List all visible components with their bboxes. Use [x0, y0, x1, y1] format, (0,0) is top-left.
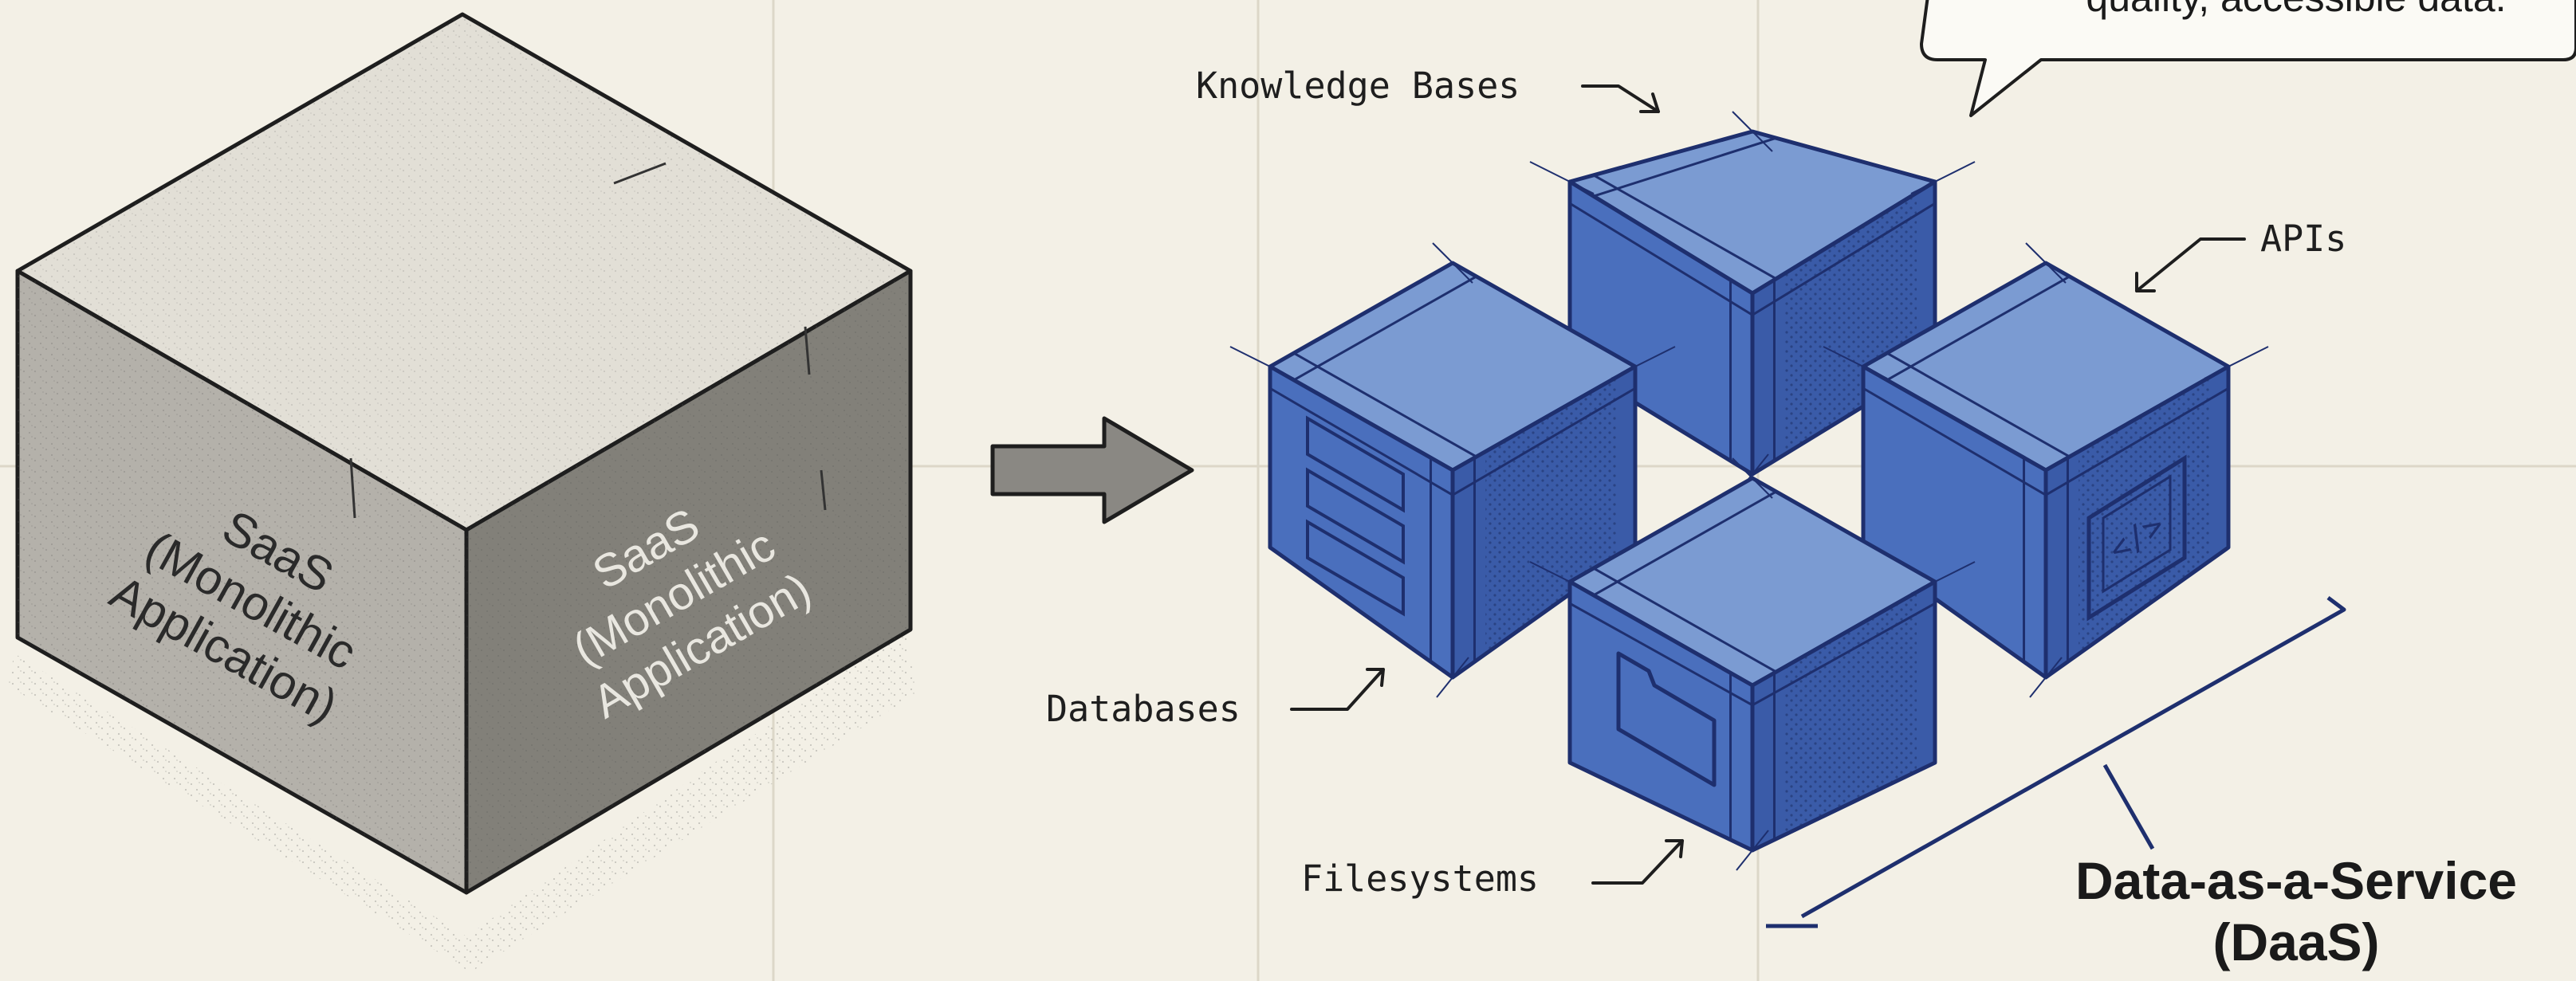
construction-line — [1229, 346, 1295, 379]
monolith-shadow — [8, 630, 917, 972]
label-apis: APIs — [2135, 218, 2346, 292]
cube-edge-band — [1569, 202, 1753, 316]
construction-line — [1732, 457, 1773, 499]
cube-texture — [1485, 377, 1618, 654]
transition-arrow — [990, 416, 1194, 524]
cube-edge-band — [1269, 387, 1453, 496]
database-stack-icon — [1306, 415, 1405, 617]
folder-icon — [1616, 651, 1717, 787]
cube-edge-band — [1886, 275, 2071, 382]
cube-edge-band — [1862, 387, 2047, 496]
databases-label: Databases — [1046, 688, 1241, 730]
cube-edge-band — [2045, 387, 2229, 496]
label-filesystems: Filesystems — [1301, 839, 1684, 900]
filesystems-label: Filesystems — [1301, 857, 1539, 900]
construction-line — [1736, 830, 1769, 871]
cube-edge-band — [1593, 174, 1777, 281]
callout-text: quality, accessible data. — [2086, 0, 2506, 20]
knowledge-bases-cube — [1529, 111, 1976, 495]
construction-line — [1529, 161, 1595, 194]
apis-label: APIs — [2260, 218, 2346, 260]
construction-line — [1823, 346, 1888, 379]
construction-line — [2204, 346, 2269, 379]
construction-line — [1432, 242, 1473, 284]
cube-texture — [1785, 592, 1917, 835]
daas-title-line1: Data-as-a-Service — [2075, 851, 2517, 910]
cube-edge-band — [1752, 202, 1936, 316]
cube-edge-band — [1752, 602, 1936, 707]
cube-edge-band — [1886, 351, 2071, 458]
cube-edge-band — [1593, 490, 1777, 597]
callout-bubble: quality, accessible data. — [1920, 0, 2576, 117]
construction-line — [2025, 242, 2067, 284]
cube-edge-band — [1593, 136, 1777, 198]
construction-line — [1910, 561, 1976, 594]
databases-cube — [1229, 242, 1676, 698]
cube-texture — [2078, 377, 2211, 654]
daas-title: Data-as-a-Service (DaaS) — [2075, 851, 2517, 971]
label-knowledge-bases: Knowledge Bases — [1196, 65, 1660, 113]
cube-edge-band — [1569, 602, 1753, 707]
construction-line — [1529, 561, 1595, 594]
construction-line — [1732, 111, 1773, 152]
construction-line — [1910, 161, 1976, 194]
filesystems-cube — [1529, 457, 1976, 871]
cube-edge-band — [1593, 567, 1777, 673]
cube-edge-band — [1293, 351, 1477, 458]
label-databases: Databases — [1046, 668, 1385, 730]
daas-bracket — [1766, 596, 2346, 928]
construction-line — [1610, 346, 1676, 379]
daas-cubes — [1229, 111, 2269, 871]
apis-cube — [1823, 242, 2269, 698]
cube-edge-band — [1293, 275, 1477, 382]
daas-title-line2: (DaaS) — [2212, 912, 2379, 971]
monolith-cube: SaaS (Monolithic Application) SaaS (Mono… — [8, 12, 917, 972]
construction-line — [2029, 657, 2063, 698]
cube-edge-band — [1452, 387, 1636, 496]
knowledge-bases-label: Knowledge Bases — [1196, 65, 1520, 107]
construction-line — [1436, 657, 1469, 698]
